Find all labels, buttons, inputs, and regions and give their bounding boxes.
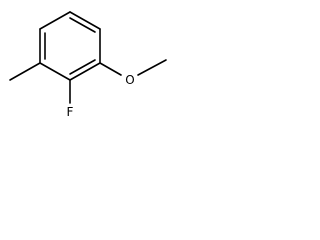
oxygen-bond bbox=[99, 62, 122, 76]
fluorine-label: F bbox=[67, 105, 74, 119]
molecule-structure: F O bbox=[9, 11, 167, 119]
ring-bond-bottom-right bbox=[69, 62, 101, 81]
oxygen-label: O bbox=[125, 73, 134, 87]
double-bond-top bbox=[69, 17, 96, 33]
methoxy-methyl-bond bbox=[137, 59, 167, 76]
ring-bond-top-right bbox=[69, 11, 101, 30]
methyl-bond bbox=[9, 62, 41, 81]
benzene-ring bbox=[39, 11, 101, 81]
double-bond-bottom bbox=[69, 59, 96, 75]
ring-bond-top-left bbox=[39, 11, 71, 30]
ring-bond-bottom-left bbox=[39, 62, 71, 81]
